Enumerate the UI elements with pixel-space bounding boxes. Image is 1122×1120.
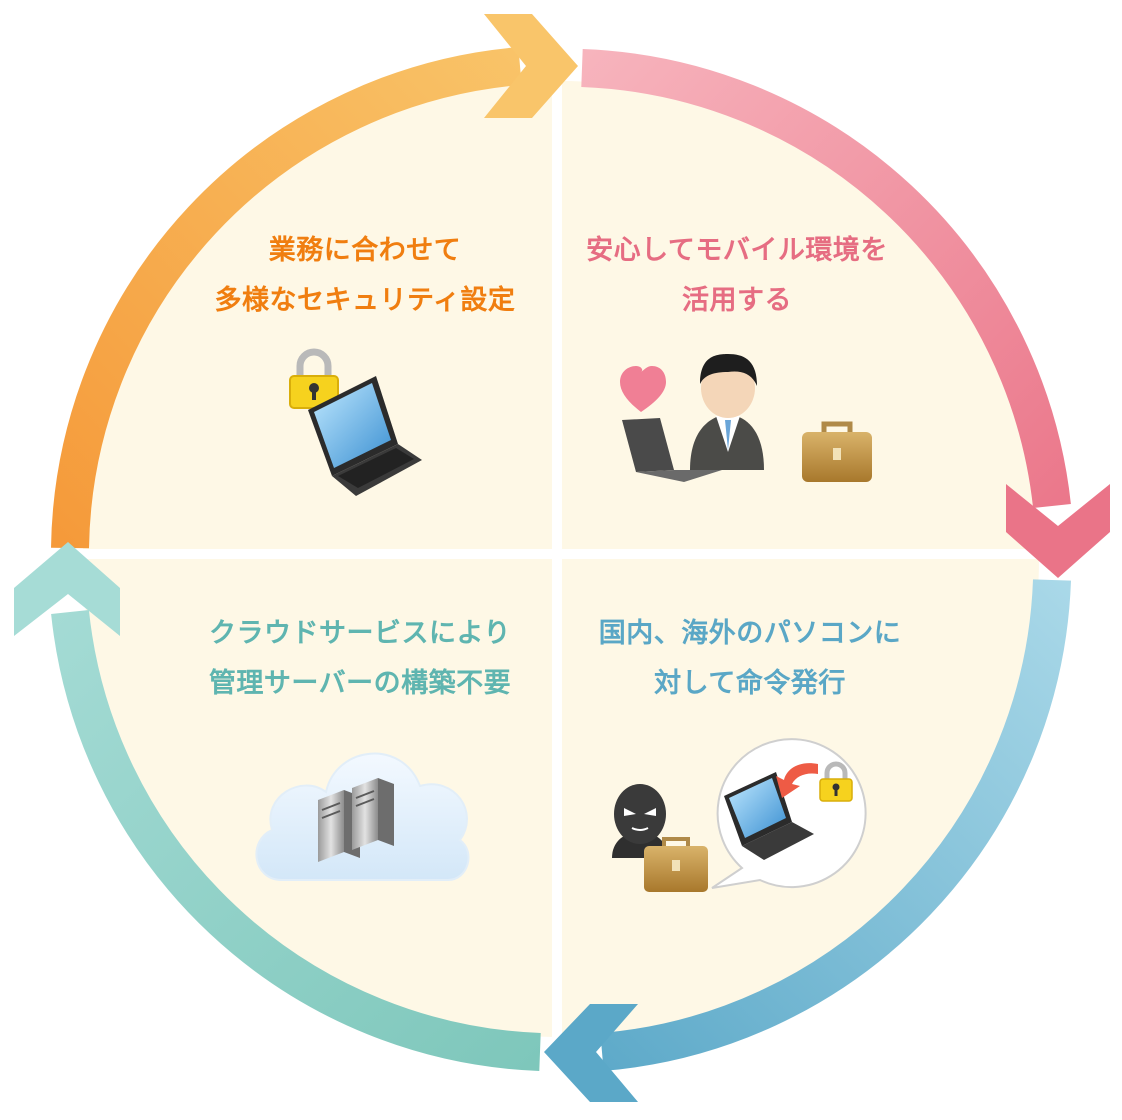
briefcase-icon	[802, 421, 872, 482]
briefcase-icon	[644, 837, 708, 892]
arrow-head-top-right	[1006, 484, 1110, 578]
laptop-icon	[724, 772, 814, 860]
laptop-icon	[622, 418, 722, 482]
quadrant-4-text: 国内、海外のパソコンに 対して命令発行	[550, 609, 950, 709]
padlock-icon	[289, 348, 339, 409]
arrow-bottom-left	[51, 610, 541, 1071]
quadrant-3-line-1: クラウドサービスにより	[209, 618, 511, 649]
quadrant-3-text: クラウドサービスにより 管理サーバーの構築不要	[155, 609, 565, 709]
vertical-divider	[552, 70, 562, 1060]
arrow-head-top-left	[484, 14, 578, 118]
quadrant-1-line-2: 多様なセキュリティ設定	[214, 285, 516, 316]
heart-icon	[620, 366, 666, 412]
quadrant-4-line-2: 対して命令発行	[654, 668, 846, 699]
quadrant-2-text: 安心してモバイル環境を 活用する	[537, 226, 937, 326]
laptop-icon	[308, 376, 422, 496]
arrow-bottom-right	[600, 579, 1071, 1071]
quadrant-1-line-1: 業務に合わせて	[268, 235, 462, 266]
quadrant-4-line-1: 国内、海外のパソコンに	[598, 618, 902, 649]
horizontal-divider	[70, 549, 1060, 559]
quadrant-3-line-2: 管理サーバーの構築不要	[208, 668, 512, 699]
arrow-head-bottom-right	[544, 1004, 638, 1102]
arrow-head-bottom-left	[14, 542, 120, 636]
arrow-top-left	[51, 47, 522, 549]
padlock-icon	[819, 761, 853, 802]
quadrant-1-text: 業務に合わせて 多様なセキュリティ設定	[165, 226, 565, 326]
arrow-top-right	[581, 49, 1071, 509]
red-arrow-icon	[776, 763, 818, 798]
quadrant-2-line-1: 安心してモバイル環境を	[586, 235, 888, 266]
server-icon	[318, 778, 394, 862]
quadrant-2-line-2: 活用する	[682, 285, 792, 316]
businessman-icon	[690, 354, 764, 470]
